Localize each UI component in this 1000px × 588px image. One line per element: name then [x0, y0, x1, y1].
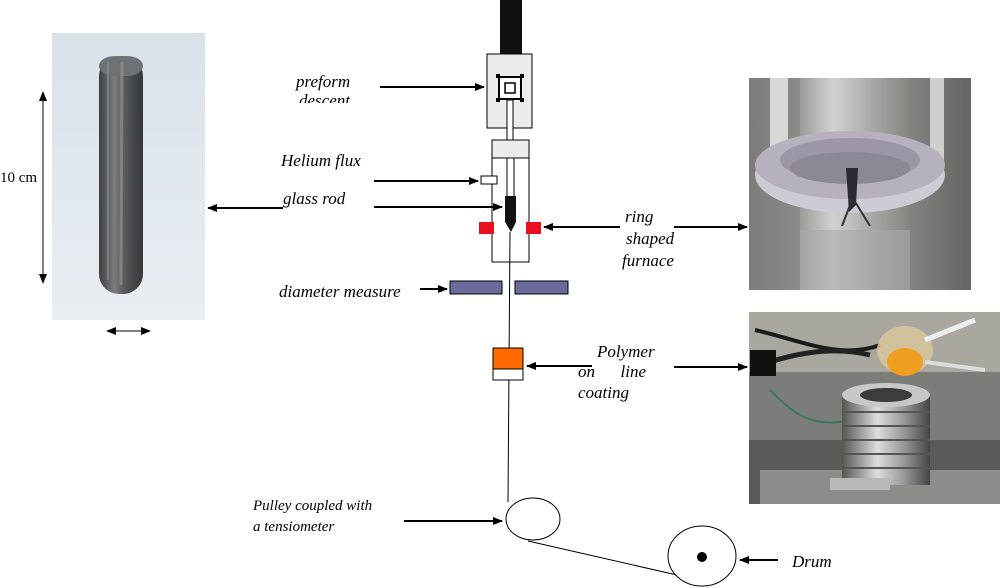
drawing-tower	[449, 0, 737, 587]
ring-furnace-label-3: furnace	[622, 251, 674, 270]
glass-rod-tip	[505, 196, 516, 222]
polymer-label-1: Polymer	[596, 342, 655, 361]
pulley-label-1: Pulley coupled with	[252, 498, 372, 514]
drum-label: Drum	[791, 552, 832, 571]
polymer-label-3: coating	[578, 383, 629, 402]
pulley-label-2: a tensiometer	[253, 519, 334, 535]
diameter-sensor-left	[449, 280, 503, 295]
furnace-photo	[749, 78, 971, 290]
polymer-label-2: on line	[578, 362, 646, 381]
diameter-sensor-right	[514, 280, 569, 295]
coating-photo	[749, 312, 1000, 504]
preform-photo	[52, 33, 205, 320]
preform-descent-label-1: preform	[295, 72, 350, 91]
tension-pulley	[505, 497, 561, 541]
glass-rod-label: glass rod	[283, 189, 346, 208]
length-label: 10 cm	[0, 170, 37, 186]
coating-applicator	[492, 347, 524, 370]
diameter-measure-label: diameter measure	[279, 282, 401, 301]
ring-furnace-left	[479, 222, 494, 234]
feed-rod	[500, 0, 522, 54]
ring-furnace-label-2: shaped	[626, 229, 675, 248]
ring-furnace-label-1: ring	[625, 207, 653, 226]
ring-furnace-right	[526, 222, 541, 234]
helium-inlet	[480, 175, 498, 185]
helium-flux-label: Helium flux	[280, 151, 361, 170]
